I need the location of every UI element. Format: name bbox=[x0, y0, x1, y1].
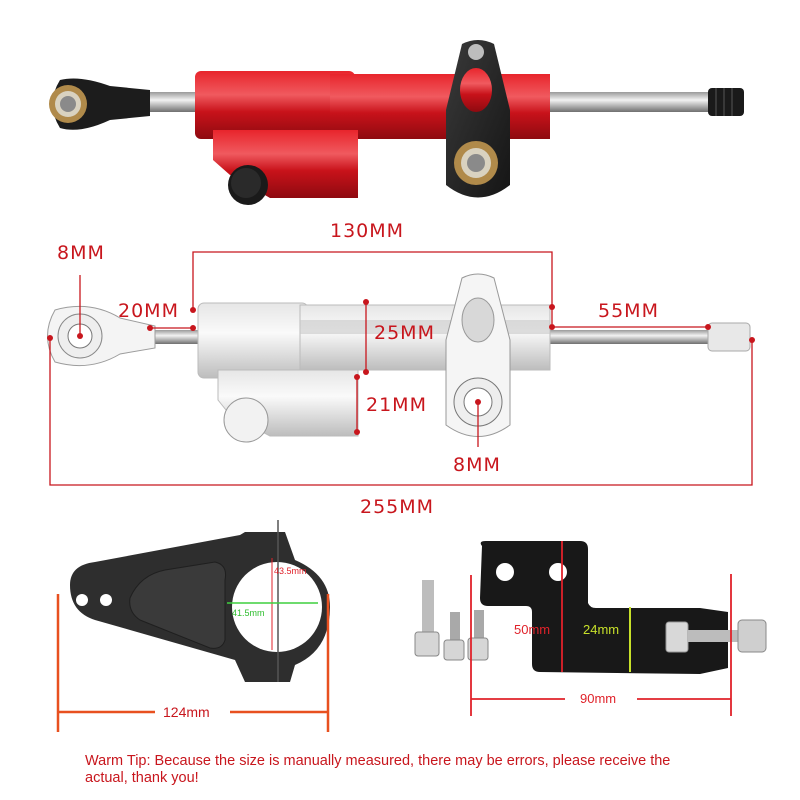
dim-mount-8mm: 8MM bbox=[453, 454, 501, 476]
dim-41-5mm: 41.5mm bbox=[232, 608, 265, 618]
dim-90mm: 90mm bbox=[580, 691, 617, 706]
dim-24mm: 24mm bbox=[583, 622, 620, 637]
dim-130mm: 130MM bbox=[330, 220, 405, 242]
dim-25mm: 25MM bbox=[374, 322, 435, 344]
dim-20mm: 20MM bbox=[118, 300, 179, 322]
dim-255mm: 255MM bbox=[360, 496, 435, 518]
dim-55mm: 55MM bbox=[598, 300, 659, 322]
dim-124mm: 124mm bbox=[163, 704, 210, 720]
warm-tip-line2: actual, thank you! bbox=[85, 770, 199, 786]
dim-rod-end-8mm: 8MM bbox=[57, 242, 105, 264]
dim-50mm: 50mm bbox=[514, 622, 551, 637]
warm-tip: Warm Tip: Because the size is manually m… bbox=[85, 753, 725, 787]
warm-tip-line1: Warm Tip: Because the size is manually m… bbox=[85, 753, 671, 769]
dim-43-5mm: 43.5mm bbox=[274, 566, 307, 576]
dim-21mm: 21MM bbox=[366, 394, 427, 416]
